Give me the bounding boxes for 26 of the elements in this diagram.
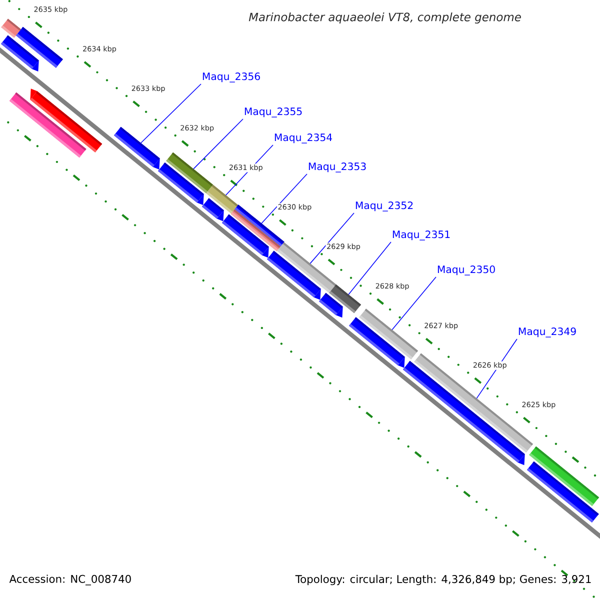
gene-block xyxy=(202,198,224,222)
gene-label: Maqu_2355 xyxy=(244,107,302,118)
gene-label: Maqu_2352 xyxy=(356,201,413,212)
leader-line xyxy=(261,174,308,224)
leader-line xyxy=(348,242,392,295)
gene-block xyxy=(158,162,204,206)
gene-block xyxy=(16,26,63,68)
footer-text: Topology: circular; Length: 4,326,849 bp; Genes: 3,921 xyxy=(295,574,591,586)
gene-label: Maqu_2349 xyxy=(518,327,576,338)
leader-line xyxy=(140,84,202,144)
gene-block xyxy=(30,88,102,152)
gene-label: Maqu_2353 xyxy=(308,162,366,172)
footer-text: Accession: NC_008740 xyxy=(9,574,131,586)
leader-line xyxy=(392,276,436,330)
gene-label: Maqu_2351 xyxy=(392,230,450,240)
gene-block xyxy=(114,126,160,170)
gene-label: Maqu_2356 xyxy=(202,72,260,82)
gene-block xyxy=(526,461,599,523)
leader-line xyxy=(193,118,244,170)
gene-block xyxy=(329,284,362,314)
leader-line xyxy=(310,212,354,264)
gene-block xyxy=(359,308,418,360)
gene-label: Maqu_2354 xyxy=(274,133,332,144)
title: Marinobacter aquaeolei VT8, complete genome xyxy=(248,12,521,24)
gene-label: Maqu_2350 xyxy=(438,265,495,276)
leader-line xyxy=(476,338,518,399)
